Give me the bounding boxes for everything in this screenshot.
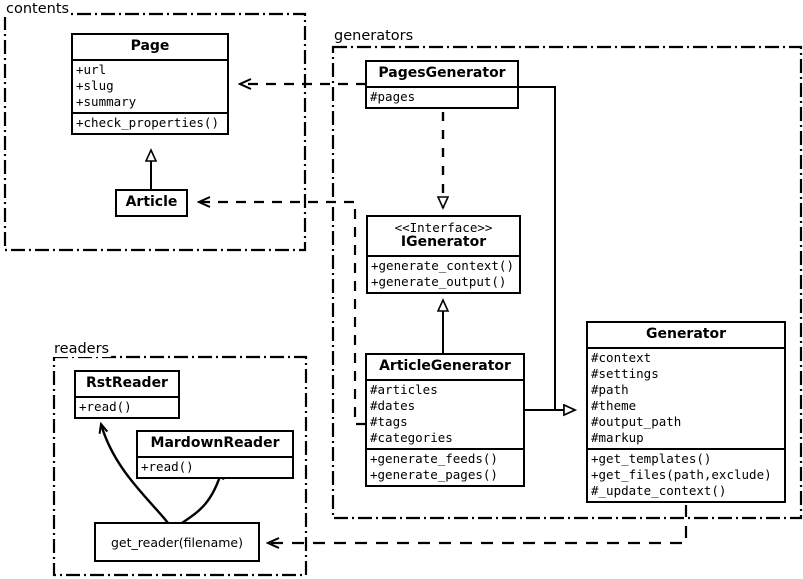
- class-generator-attributes: #context #settings #path #theme #output_…: [588, 347, 784, 448]
- method: +read(): [141, 459, 194, 474]
- method: +generate_output(): [371, 274, 507, 289]
- method: +generate_pages(): [370, 467, 498, 482]
- function-get-reader-label: get_reader(filename): [111, 534, 243, 550]
- attribute: #context: [591, 350, 652, 365]
- dependency-articlegenerator-to-article: [199, 202, 366, 426]
- method: +generate_context(): [371, 258, 514, 273]
- attribute: #tags: [370, 414, 408, 429]
- class-mardown-reader-methods: +read(): [138, 456, 292, 477]
- attribute: #categories: [370, 430, 453, 445]
- attribute: #markup: [591, 430, 644, 445]
- class-igenerator[interactable]: <<Interface>> IGenerator +generate_conte…: [366, 215, 521, 294]
- attribute: +summary: [76, 94, 137, 109]
- method: +generate_feeds(): [370, 451, 498, 466]
- package-border-readers: [52, 355, 308, 577]
- class-rst-reader-title: RstReader: [86, 375, 168, 391]
- class-mardown-reader-title: MardownReader: [150, 435, 280, 451]
- method: +get_files(path,exclude): [591, 467, 772, 482]
- class-article-generator-attributes: #articles #dates #tags #categories: [367, 379, 523, 448]
- attribute: #output_path: [591, 414, 682, 429]
- attribute: +url: [76, 62, 107, 77]
- class-article-title: Article: [125, 194, 178, 210]
- package-label-contents: contents: [4, 1, 72, 17]
- method: +read(): [79, 399, 132, 414]
- class-mardown-reader[interactable]: MardownReader +read(): [136, 430, 294, 479]
- attribute: +slug: [76, 78, 114, 93]
- class-pages-generator-attributes: #pages: [367, 86, 517, 107]
- function-get-reader[interactable]: get_reader(filename): [94, 522, 260, 562]
- method: #_update_context(): [591, 483, 727, 498]
- dependency-generator-to-getreader: [268, 505, 688, 543]
- package-label-readers: readers: [52, 341, 112, 357]
- class-page-attributes: +url +slug +summary: [73, 59, 227, 112]
- attribute: #settings: [591, 366, 659, 381]
- return-getreader-to-rstreader: [101, 424, 169, 524]
- method: +get_templates(): [591, 451, 712, 466]
- class-generator-methods: +get_templates() +get_files(path,exclude…: [588, 448, 784, 501]
- class-igenerator-title: IGenerator: [400, 234, 487, 250]
- class-article-generator-title: ArticleGenerator: [379, 358, 511, 374]
- class-article-generator[interactable]: ArticleGenerator #articles #dates #tags …: [365, 353, 525, 487]
- class-pages-generator[interactable]: PagesGenerator #pages: [365, 60, 519, 109]
- class-page-title: Page: [130, 38, 170, 54]
- class-pages-generator-title: PagesGenerator: [378, 65, 506, 81]
- package-border-contents: [3, 12, 307, 252]
- package-border-generators: [331, 45, 803, 520]
- class-article-generator-methods: +generate_feeds() +generate_pages(): [367, 448, 523, 485]
- attribute: #dates: [370, 398, 416, 413]
- class-page[interactable]: Page +url +slug +summary +check_properti…: [71, 33, 229, 135]
- class-article[interactable]: Article: [115, 189, 188, 217]
- generalization-pagesgenerator-to-generator: [519, 86, 575, 410]
- attribute: #articles: [370, 382, 438, 397]
- class-rst-reader-methods: +read(): [76, 396, 178, 417]
- attribute: #pages: [370, 89, 416, 104]
- package-label-generators: generators: [332, 28, 416, 44]
- class-igenerator-methods: +generate_context() +generate_output(): [368, 255, 519, 292]
- class-page-methods: +check_properties(): [73, 112, 227, 133]
- attribute: #theme: [591, 398, 637, 413]
- method: +check_properties(): [76, 115, 219, 130]
- class-generator[interactable]: Generator #context #settings #path #them…: [586, 321, 786, 503]
- class-rst-reader[interactable]: RstReader +read(): [74, 370, 180, 419]
- class-generator-title: Generator: [645, 326, 726, 342]
- class-igenerator-stereotype: <<Interface>>: [394, 220, 493, 235]
- attribute: #path: [591, 382, 629, 397]
